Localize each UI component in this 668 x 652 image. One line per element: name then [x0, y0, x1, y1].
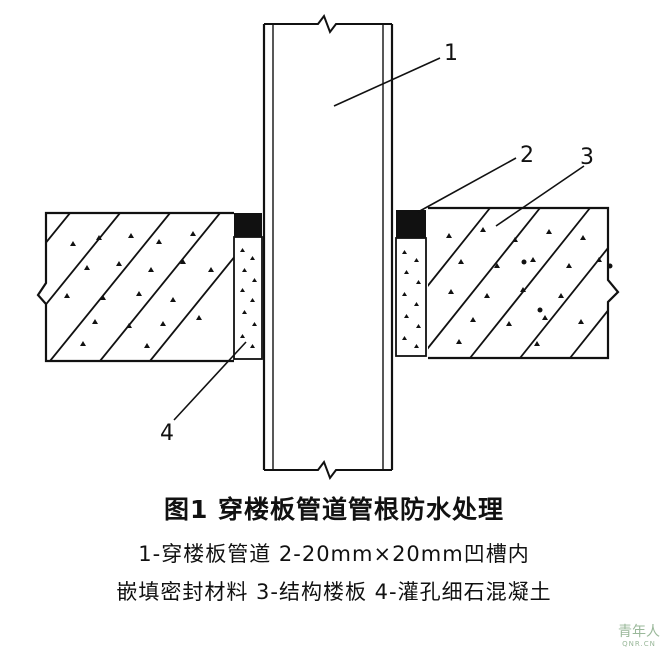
- callout-1: 1: [444, 41, 458, 66]
- figure-title: 图1 穿楼板管道管根防水处理: [163, 495, 505, 524]
- legend-line-2: 嵌填密封材料 3-结构楼板 4-灌孔细石混凝土: [116, 580, 552, 604]
- leader-line-3: [495, 165, 585, 227]
- pipe-penetration-diagram: 1 2 3 4: [36, 13, 620, 481]
- sealant-groove-left: [234, 213, 262, 237]
- through-floor-pipe: [262, 13, 394, 481]
- watermark-text: 青年人: [618, 624, 660, 640]
- site-watermark: 青年人 QNR.CN: [618, 624, 660, 648]
- legend-line-1: 1-穿楼板管道 2-20mm×20mm凹槽内: [138, 542, 530, 566]
- callout-2: 2: [520, 143, 534, 168]
- aggregate-dots-right: [446, 227, 613, 346]
- sealant-groove-right: [396, 210, 426, 238]
- aggregate-dots-left: [64, 231, 214, 348]
- leader-line-1: [333, 57, 441, 107]
- grout-fill-left: [233, 236, 263, 360]
- floor-slab-left: [36, 211, 234, 363]
- floor-slab-right: [428, 206, 620, 360]
- pipe-break-bottom: [264, 459, 392, 481]
- grout-fill-right: [395, 237, 427, 357]
- pipe-break-top: [264, 13, 392, 35]
- callout-3: 3: [580, 145, 594, 170]
- callout-4: 4: [160, 421, 174, 446]
- leader-line-2: [417, 157, 517, 213]
- leader-line-4: [173, 341, 247, 421]
- watermark-domain: QNR.CN: [622, 640, 656, 648]
